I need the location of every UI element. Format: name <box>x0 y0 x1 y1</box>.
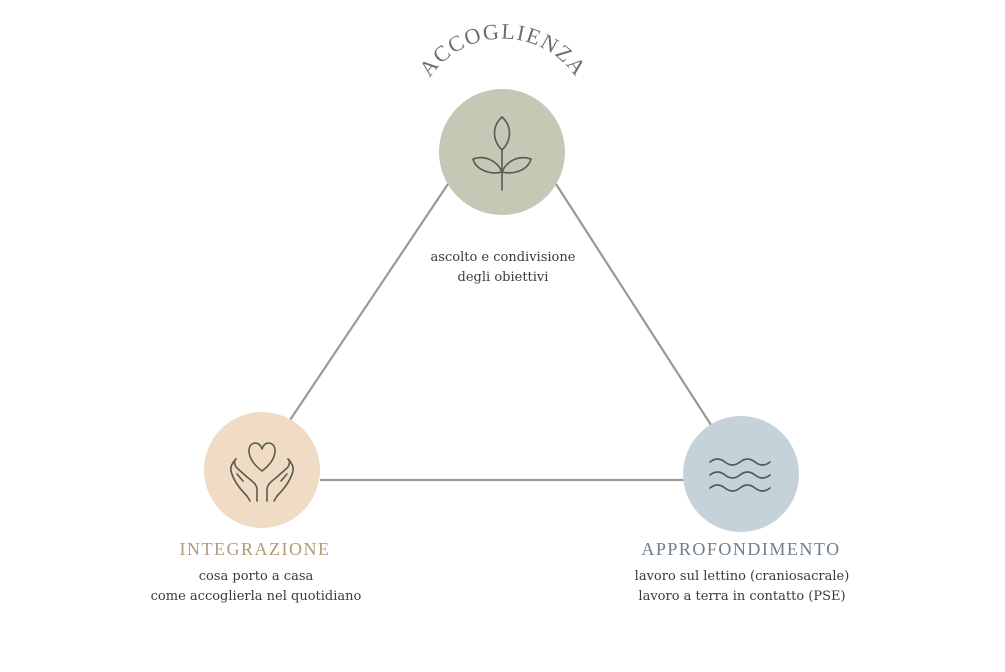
approfondimento-title: APPROFONDIMENTO <box>641 539 840 559</box>
integrazione-desc-line2: come accoglierla nel quotidiano <box>151 589 362 604</box>
integrazione-title: INTEGRAZIONE <box>180 539 331 559</box>
node-accoglienza: ACCOGLIENZA ascolto e condivisione degli… <box>414 18 592 285</box>
accoglienza-desc-line1: ascolto e condivisione <box>431 250 576 265</box>
integrazione-desc-line1: cosa porto a casa <box>199 569 314 584</box>
edge-accoglienza-approfondimento <box>555 183 712 426</box>
accoglienza-desc-line2: degli obiettivi <box>458 270 549 285</box>
approfondimento-desc-line2: lavoro a terra in contatto (PSE) <box>638 589 845 604</box>
edge-accoglienza-integrazione <box>289 183 449 421</box>
accoglienza-title: ACCOGLIENZA <box>414 18 592 80</box>
node-integrazione: INTEGRAZIONE cosa porto a casa come acco… <box>151 412 362 604</box>
waves-icon <box>709 458 771 492</box>
node-approfondimento: APPROFONDIMENTO lavoro sul lettino (cran… <box>635 416 850 604</box>
accoglienza-title-path: ACCOGLIENZA <box>414 18 591 80</box>
approfondimento-desc-line1: lavoro sul lettino (craniosacrale) <box>635 569 850 584</box>
sprout-icon <box>472 116 532 191</box>
hands-heart-icon <box>230 442 294 502</box>
